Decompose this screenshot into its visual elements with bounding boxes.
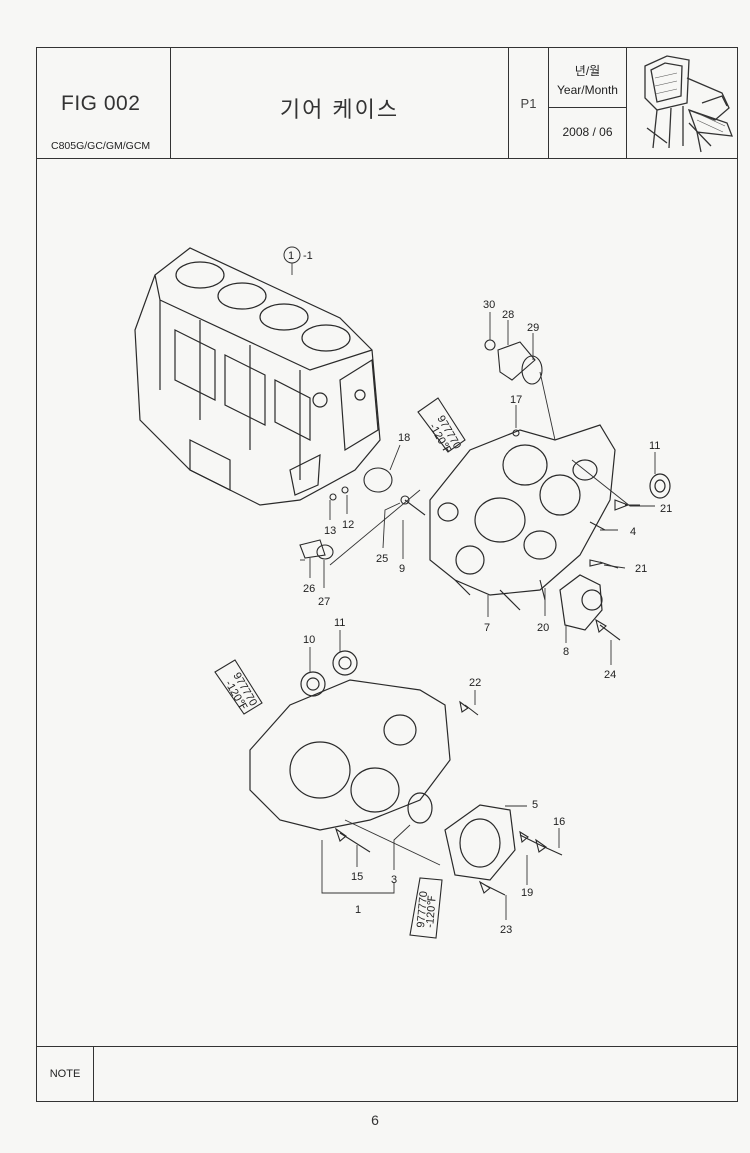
callout-21-top: 21 bbox=[660, 503, 672, 515]
year-month-cell: 년/월 Year/Month 2008 / 06 bbox=[549, 48, 627, 158]
page-code: P1 bbox=[520, 96, 537, 111]
oil-pump bbox=[559, 574, 603, 631]
page-number: 6 bbox=[371, 1112, 379, 1128]
year-month-korean: 년/월 bbox=[574, 64, 601, 78]
callout-24: 24 bbox=[604, 669, 616, 681]
sealant-tubes bbox=[214, 397, 466, 939]
note-row: NOTE bbox=[37, 1046, 737, 1102]
callout-29: 29 bbox=[527, 322, 539, 334]
page-frame: FIG 002 C805G/GC/GM/GCM 기어 케이스 P1 년/월 Ye… bbox=[36, 47, 738, 1102]
callout-8: 8 bbox=[563, 646, 569, 658]
cover-plate bbox=[444, 804, 516, 881]
callout-12: 12 bbox=[342, 519, 354, 531]
page-title: 기어 케이스 bbox=[279, 97, 400, 122]
callout-18: 18 bbox=[398, 432, 410, 444]
callout-17: 17 bbox=[510, 394, 522, 406]
fig-cell: FIG 002 C805G/GC/GM/GCM bbox=[37, 48, 171, 158]
sealant-labels: 977770 -120℉ 977770 -120℉ 977770 -120℉ bbox=[222, 414, 463, 929]
callout-11-top: 11 bbox=[649, 440, 660, 452]
callout-23: 23 bbox=[500, 924, 512, 936]
year-month-english: Year/Month bbox=[557, 83, 618, 97]
leader-lines bbox=[291, 263, 656, 920]
callout-circle-1 bbox=[283, 246, 301, 264]
callout-1: 1 bbox=[355, 904, 361, 916]
callout-4: 4 bbox=[630, 526, 636, 538]
sealant-temp-3: -120℉ bbox=[424, 895, 439, 928]
callout-19: 19 bbox=[521, 887, 533, 899]
callout-15: 15 bbox=[351, 871, 363, 883]
bearing-parts bbox=[300, 473, 671, 697]
machine-illustration bbox=[627, 48, 739, 158]
callout-25: 25 bbox=[376, 553, 388, 565]
front-cover bbox=[249, 679, 451, 831]
callout-7: 7 bbox=[484, 622, 490, 634]
callout-30: 30 bbox=[483, 299, 495, 311]
date-value: 2008 / 06 bbox=[562, 125, 613, 139]
note-label: NOTE bbox=[37, 1047, 94, 1102]
header: FIG 002 C805G/GC/GM/GCM 기어 케이스 P1 년/월 Ye… bbox=[37, 48, 737, 159]
callout-26: 26 bbox=[303, 583, 315, 595]
callout-27: 27 bbox=[318, 596, 330, 608]
year-month-label: 년/월 Year/Month bbox=[549, 48, 626, 108]
gear-case bbox=[429, 424, 616, 611]
callout-13: 13 bbox=[324, 525, 336, 537]
cylinder-block bbox=[134, 247, 381, 506]
callout-11-bottom: 11 bbox=[334, 617, 345, 629]
small-parts bbox=[299, 339, 640, 896]
callout-20: 20 bbox=[537, 622, 549, 634]
callout-22: 22 bbox=[469, 677, 481, 689]
sealant-code-3: 977770 bbox=[415, 891, 430, 929]
callout-16: 16 bbox=[553, 816, 565, 828]
callout-9: 9 bbox=[399, 563, 405, 575]
callout-21-bottom: 21 bbox=[635, 563, 647, 575]
callout-3: 3 bbox=[391, 874, 397, 886]
callout-1-suffix: -1 bbox=[303, 250, 313, 262]
callout-5: 5 bbox=[532, 799, 538, 811]
title-cell: 기어 케이스 bbox=[171, 48, 509, 158]
callout-28: 28 bbox=[502, 309, 514, 321]
callout-numbers: 1 -1 30 28 29 17 18 11 21 4 21 13 12 25 … bbox=[288, 250, 672, 936]
fig-number: FIG 002 bbox=[61, 92, 141, 115]
model-list: C805G/GC/GM/GCM bbox=[51, 140, 151, 152]
page-cell: P1 bbox=[509, 48, 549, 158]
callout-10: 10 bbox=[303, 634, 315, 646]
callout-1-circled: 1 bbox=[288, 250, 294, 262]
